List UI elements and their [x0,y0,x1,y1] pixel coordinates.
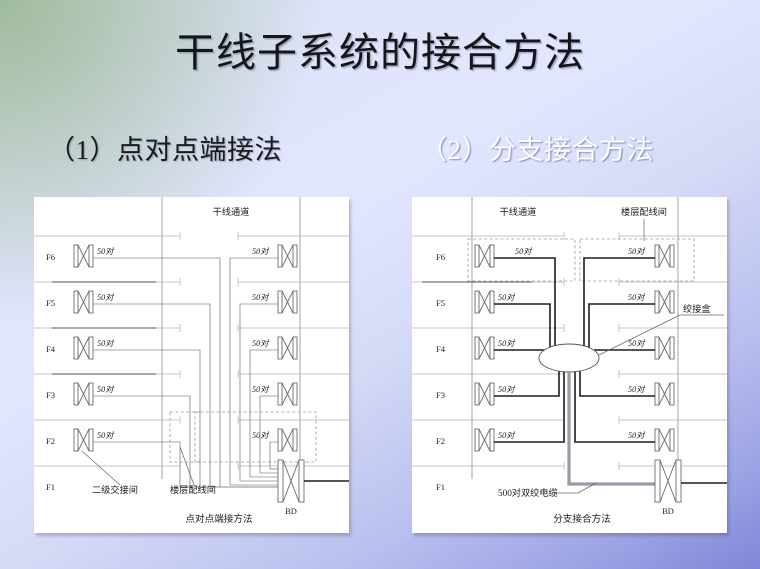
floor-label: F1 [46,482,55,492]
pair-label: 50对 [628,385,646,394]
annotation-floor-distribution-room: 楼层配线间 [170,484,216,495]
trunk-channel-label: 干线通道 [213,206,250,217]
bd-label: BD [662,507,674,516]
diagram-caption: 分支接合方法 [553,513,611,525]
connector-right-f5 [277,290,298,314]
section-heading-branch-splice: （2）分支接合方法 [420,135,654,165]
diagram-point-to-point: 干线通道 F6 50对 F5 50对 F4 [34,197,349,533]
pair-label: 50对 [97,385,115,394]
connector-right-f2 [277,428,298,452]
bd-connector [654,459,682,503]
floor-label: F5 [436,298,445,308]
pair-label: 50对 [498,339,516,348]
pair-label: 50对 [628,431,646,440]
connector-right-f5 [654,290,675,314]
connector-right-f6 [654,244,675,268]
connector-left-f4 [73,336,94,360]
pair-label: 50对 [252,339,270,348]
pair-label: 50对 [97,247,115,256]
diagram-branch-splice: 干线通道 楼层配线间 F6 50对 F5 50对 F4 [412,197,727,533]
pair-label: 50对 [97,339,115,348]
connector-right-f4 [654,336,675,360]
trunk-channel-label: 干线通道 [500,206,537,217]
floor-label: F3 [46,390,55,400]
bd-label: BD [285,507,297,516]
floor-label: F5 [46,298,55,308]
main-trunk-cable [567,372,655,486]
pair-label: 50对 [97,431,115,440]
connector-left-f2 [73,428,94,452]
floor-label: F2 [46,436,55,446]
pair-label: 50对 [498,431,516,440]
pair-label: 50对 [252,431,270,440]
floor-label: F4 [46,344,56,354]
floor-label: F1 [436,482,445,492]
pair-label: 50对 [515,247,533,256]
connector-left-f5 [73,290,94,314]
connector-left-f2 [474,428,495,452]
section-heading-point-to-point: （1）点对点端接法 [48,135,282,165]
splice-box-icon [538,343,600,373]
cable-runs-left [93,257,221,487]
page-title: 干线子系统的接合方法 [175,30,585,75]
cable-runs-right [229,257,278,485]
pair-label: 50对 [498,385,516,394]
connector-left-f6 [73,244,94,268]
pair-label: 50对 [252,385,270,394]
floor-label: F2 [436,436,445,446]
connector-left-f4 [474,336,495,360]
pair-label: 50对 [628,339,646,348]
connector-left-f6 [474,244,495,268]
floor-label: F4 [436,344,446,354]
annotation-splice-box: 绞接盒 [683,303,711,314]
pair-label: 50对 [252,293,270,302]
pair-label: 50对 [498,293,516,302]
annotation-secondary-cross-connect: 二级交接间 [92,484,138,495]
connector-right-f3 [277,382,298,406]
connector-left-f3 [474,382,495,406]
branch-cables-left [494,257,565,443]
floor-label: F6 [46,252,56,262]
pair-label: 50对 [97,293,115,302]
cable-bundle-to-bd [180,468,278,488]
pair-label: 50对 [628,247,646,256]
connector-right-f2 [654,428,675,452]
diagram-caption: 点对点端接方法 [185,513,253,525]
floor-label: F3 [436,390,445,400]
pair-label: 50对 [628,293,646,302]
connector-right-f3 [654,382,675,406]
connector-right-f4 [277,336,298,360]
connector-left-f5 [474,290,495,314]
branch-cables-right [574,257,655,443]
annotation-main-cable: 500对双绞电缆 [498,487,558,498]
connector-left-f3 [73,382,94,406]
connector-right-f6 [277,244,298,268]
floor-room-label: 楼层配线间 [621,206,667,217]
floor-label: F6 [436,252,446,262]
pair-label: 50对 [252,247,270,256]
